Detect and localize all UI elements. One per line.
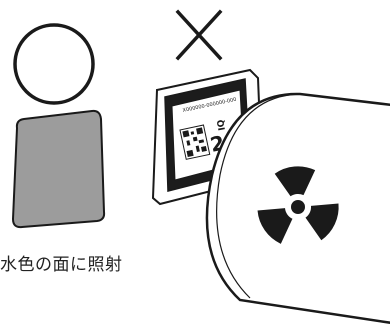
cross-incorrect-icon (175, 9, 223, 61)
plate-sub-label: IQ (216, 118, 228, 131)
circle-correct-icon (13, 23, 95, 105)
instruction-caption: 水色の面に照射 (0, 255, 123, 275)
qr-code (179, 124, 211, 160)
imaging-plate (11, 109, 106, 229)
radiation-trefoil-icon (257, 166, 339, 244)
